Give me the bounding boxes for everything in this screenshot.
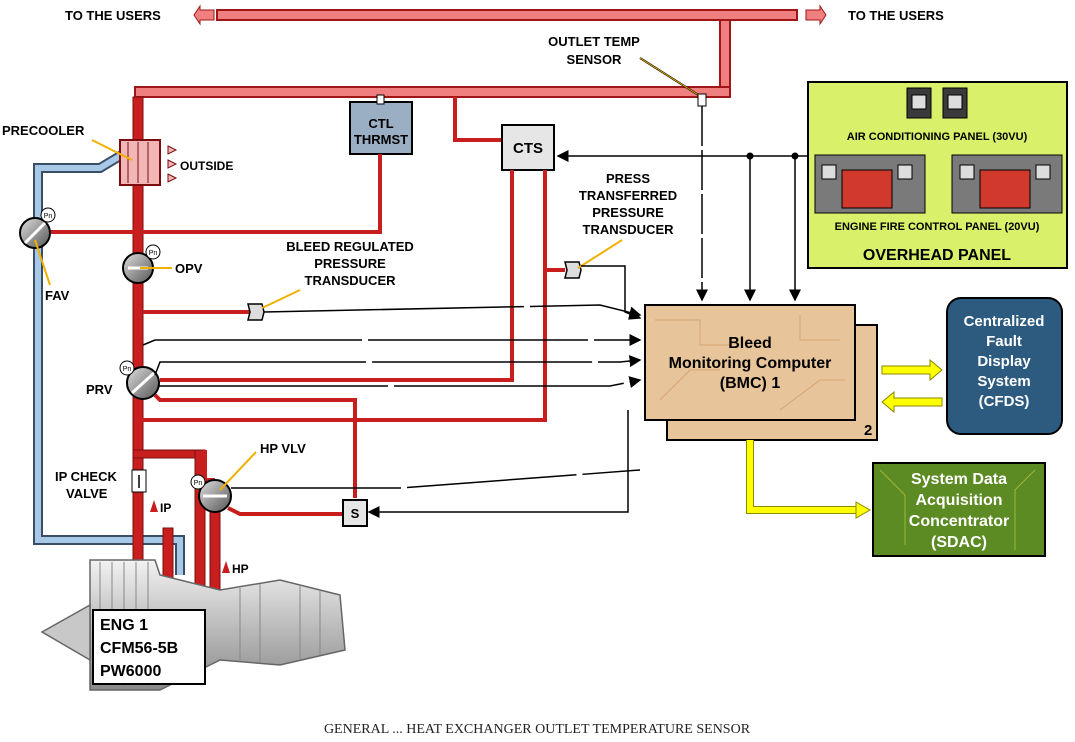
cts-box <box>501 124 555 171</box>
sdac-box <box>872 462 1046 557</box>
users-right-label: TO THE USERS <box>848 8 944 23</box>
press-transducer-label-3: PRESSURE <box>592 205 664 220</box>
s-valve-label: S <box>351 506 360 521</box>
cfds-label-1: Centralized <box>964 313 1045 330</box>
bleed-transducer-label-1: BLEED REGULATED <box>286 239 414 254</box>
press-transferred-transducer-icon <box>564 261 582 279</box>
fav-valve <box>19 207 56 249</box>
fire-panel-label: ENGINE FIRE CONTROL PANEL (20VU) <box>835 221 1040 233</box>
sdac-label-4: (SDAC) <box>931 534 987 551</box>
fire-panel-right <box>951 154 1063 214</box>
users-manifold <box>134 4 827 98</box>
opv-label: OPV <box>175 261 203 276</box>
opv-pn: Pn <box>149 250 158 257</box>
outside-label: OUTSIDE <box>180 159 233 173</box>
precooler-icon <box>119 139 178 186</box>
bmc-2-label: 2 <box>864 422 872 439</box>
ac-panel-switches <box>906 87 968 119</box>
outlet-temp-sensor-label-1: OUTLET TEMP <box>548 34 640 49</box>
bmc-cfds-arrows <box>881 358 943 414</box>
bmc-label-2: Monitoring Computer <box>669 355 832 372</box>
engine-label-3: PW6000 <box>100 663 161 680</box>
fav-pn: Pn <box>44 213 53 220</box>
cfds-label-3: Display <box>977 353 1031 370</box>
s-valve-box <box>342 499 368 527</box>
precooler-label: PRECOOLER <box>2 123 85 138</box>
bmc-label-3: (BMC) 1 <box>720 375 781 392</box>
engine-label-1: ENG 1 <box>100 617 148 634</box>
bleed-transducer-label-2: PRESSURE <box>314 256 386 271</box>
engine-label-2: CFM56-5B <box>100 640 178 657</box>
prv-pn: Pn <box>123 366 132 373</box>
cfds-label-4: System <box>977 373 1030 390</box>
engine-label-box <box>92 609 206 685</box>
ip-check-label-2: VALVE <box>66 486 108 501</box>
hp-label: HP <box>232 562 249 576</box>
bmc-1-box <box>644 304 856 421</box>
sdac-label-2: Acquisition <box>915 492 1002 509</box>
ip-check-label-1: IP CHECK <box>55 469 117 484</box>
fav-label: FAV <box>45 288 70 303</box>
press-transducer-label-1: PRESS <box>606 171 650 186</box>
cold-duct <box>35 147 183 575</box>
outlet-temp-sensor-icon <box>697 93 707 107</box>
ctl-label: CTL <box>368 116 393 131</box>
sdac-label-1: System Data <box>911 471 1007 488</box>
press-transducer-label-4: TRANSDUCER <box>583 222 675 237</box>
cts-label: CTS <box>513 140 543 157</box>
ac-panel-label: AIR CONDITIONING PANEL (30VU) <box>847 131 1028 143</box>
thrmst-label: THRMST <box>354 132 408 147</box>
sdac-label-3: Concentrator <box>909 513 1009 530</box>
bmc-label-1: Bleed <box>728 335 772 352</box>
ip-label: IP <box>160 501 171 515</box>
cfds-box <box>946 297 1063 435</box>
outlet-temp-sensor-label-2: SENSOR <box>567 52 623 67</box>
hp-vlv-label: HP VLV <box>260 441 306 456</box>
users-left-label: TO THE USERS <box>65 8 161 23</box>
bleed-transducer-label-3: TRANSDUCER <box>305 273 397 288</box>
figure-caption: GENERAL ... HEAT EXCHANGER OUTLET TEMPER… <box>324 722 751 737</box>
cfds-label-5: (CFDS) <box>979 393 1030 410</box>
hp-pn: Pn <box>194 480 203 487</box>
fire-panel-left <box>814 154 926 214</box>
prv-valve <box>119 360 160 400</box>
bleed-pressure-transducer-icon <box>247 303 265 321</box>
press-transducer-label-2: TRANSFERRED <box>579 188 677 203</box>
overhead-panel-title: OVERHEAD PANEL <box>863 247 1011 264</box>
bmc-sdac-arrow <box>747 440 858 513</box>
cfds-label-2: Fault <box>986 333 1022 350</box>
prv-label: PRV <box>86 382 113 397</box>
ctl-thermostat <box>349 101 413 155</box>
